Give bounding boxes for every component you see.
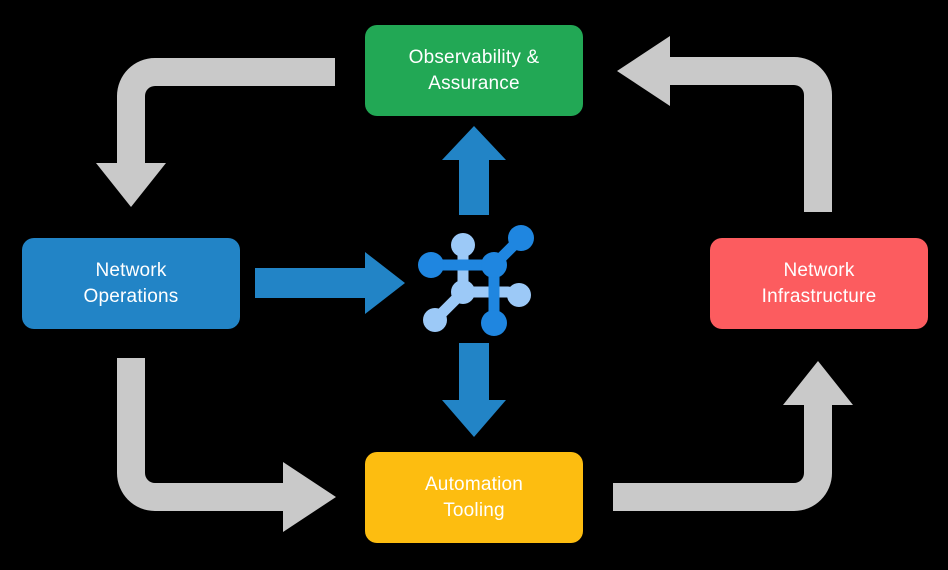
network-topology-icon <box>418 225 534 336</box>
gray-arrow-operations-to-automation <box>117 358 336 532</box>
node-network-infrastructure[interactable]: Network Infrastructure <box>710 238 928 329</box>
gray-arrow-infrastructure-to-observability <box>617 36 832 212</box>
node-network-operations[interactable]: Network Operations <box>22 238 240 329</box>
blue-arrow-center-to-observability <box>442 126 506 215</box>
blue-arrow-center-to-automation <box>442 343 506 437</box>
blue-arrow-operations-to-center <box>255 252 405 314</box>
node-automation-tooling[interactable]: Automation Tooling <box>365 452 583 543</box>
node-observability-assurance[interactable]: Observability & Assurance <box>365 25 583 116</box>
gray-arrow-observability-to-operations <box>96 58 335 207</box>
node-label-automation-tooling: Automation Tooling <box>424 473 524 521</box>
gray-arrow-automation-to-infrastructure <box>613 361 853 511</box>
node-label-network-operations: Network Operations <box>83 259 179 307</box>
node-label-observability: Observability & Assurance <box>408 46 540 94</box>
node-label-network-infrastructure: Network Infrastructure <box>761 259 877 307</box>
